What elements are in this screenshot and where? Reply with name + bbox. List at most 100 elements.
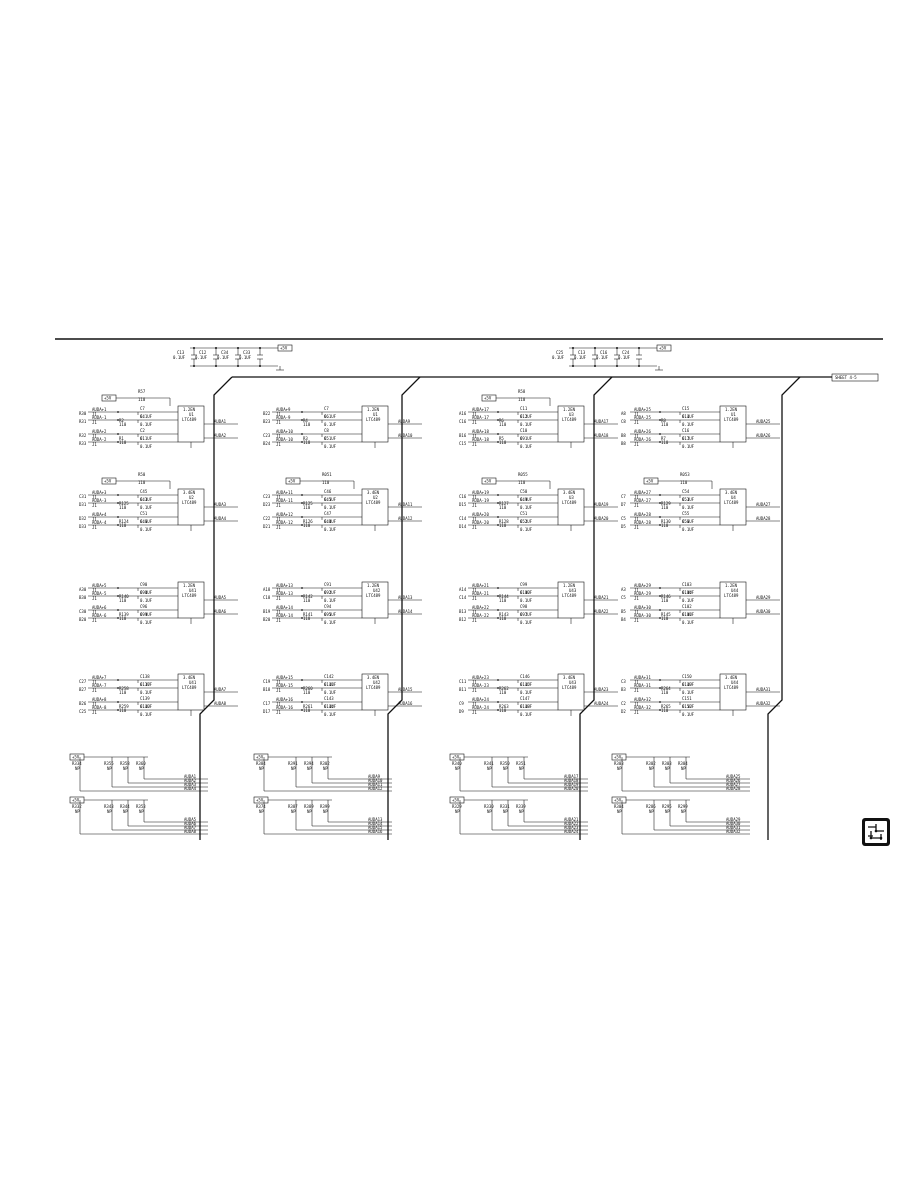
capacitor-ref: C7 xyxy=(324,406,329,411)
termination-resistor-value: 110 xyxy=(119,440,127,445)
capacitor-ref: C56 xyxy=(682,519,690,524)
capacitor-value: 0.1UF xyxy=(324,620,337,625)
junction-dot xyxy=(659,411,661,413)
enable-label: 3.4EN xyxy=(367,675,380,680)
jumper-label: J1 xyxy=(276,702,281,707)
connector-pin: C22 xyxy=(263,516,271,521)
connector-pin: D15 xyxy=(459,502,467,507)
net-label: AUDA-25 xyxy=(634,415,651,420)
jumper-label: J1 xyxy=(276,420,281,425)
capacitor-ref: C53 xyxy=(682,497,690,502)
capacitor-value: 0.1UF xyxy=(140,598,153,603)
pullup-value: NP xyxy=(291,766,296,771)
capacitor-value: 0.1UF xyxy=(520,505,533,510)
junction-dot xyxy=(117,617,119,619)
jumper-label: J1 xyxy=(276,610,281,615)
power-flag xyxy=(277,344,293,352)
termination-resistor-value: 110 xyxy=(303,422,311,427)
ic-part: LTC489 xyxy=(182,500,197,505)
net-label: AUDA8 xyxy=(184,829,197,834)
capacitor-ref: C45 xyxy=(324,497,332,502)
net-label: AUDA32 xyxy=(726,829,741,834)
jumper-label: J1 xyxy=(92,618,97,623)
net-label: AUDA-30 xyxy=(634,613,651,618)
pullup-ref: R358 xyxy=(120,761,130,766)
enable-label: 3.4EN xyxy=(725,490,738,495)
connector-pin: D17 xyxy=(263,709,271,714)
junction-dot xyxy=(497,441,499,443)
net-label: AUDA-23 xyxy=(472,683,489,688)
net-label: AUDA15 xyxy=(368,825,383,830)
wire-layer xyxy=(199,376,842,840)
jumper-label: J1 xyxy=(276,442,281,447)
net-label: AUDA-26 xyxy=(634,437,651,442)
jumper-label: J1 xyxy=(92,588,97,593)
capacitor-value: 0.1UF xyxy=(324,414,337,419)
net-label: AUDA-22 xyxy=(472,613,489,618)
connector-pin: B20 xyxy=(79,617,87,622)
signal-bus xyxy=(199,376,233,840)
pullup-ref: R360 xyxy=(136,761,146,766)
net-label: AUDA+1 xyxy=(92,407,107,412)
capacitor-value: 0.1UF xyxy=(140,704,153,709)
resistor-value: 110 xyxy=(138,480,146,485)
net-label: AUDA+18 xyxy=(472,429,489,434)
net-label: AUDA+11 xyxy=(276,490,293,495)
net-label: AUDA+15 xyxy=(276,675,293,680)
termination-resistor-value: 110 xyxy=(303,708,311,713)
connector-pin: D7 xyxy=(621,502,626,507)
connector-pin: B11 xyxy=(459,687,467,692)
net-label: AUDA-7 xyxy=(92,683,107,688)
net-label: AUDA24 xyxy=(564,829,579,834)
net-label: AUDA+32 xyxy=(634,697,651,702)
receiver-block: 3.4ENU41LTC489C27AUDA+7J1C1380.1UFB27AUD… xyxy=(79,673,238,717)
receiver-block: +5VR501103.4ENU2LTC489C31AUDA+3J1C450.1U… xyxy=(79,472,238,532)
capacitor-ref: C16 xyxy=(600,350,608,355)
capacitor-value: 0.1UF xyxy=(140,422,153,427)
capacitor-value: 0.1UF xyxy=(682,527,695,532)
ic-ref: U43 xyxy=(569,680,577,685)
capacitor-value: 0.1UF xyxy=(217,355,230,360)
junction-dot xyxy=(497,687,499,689)
capacitor-value: 0.1UF xyxy=(682,620,695,625)
connector-pin: A18 xyxy=(263,587,271,592)
net-label: AUDA-12 xyxy=(276,520,293,525)
pullup-value: NP xyxy=(107,809,112,814)
capacitor-ref: C92 xyxy=(324,590,332,595)
net-label: AUDA-6 xyxy=(92,613,107,618)
connector-pin: C23 xyxy=(263,494,271,499)
jumper-label: J1 xyxy=(472,588,477,593)
net-label: AUDA+4 xyxy=(92,512,107,517)
capacitor-value: 0.1UF xyxy=(682,612,695,617)
net-label: AUDA-16 xyxy=(276,705,293,710)
net-label: AUDA29 xyxy=(726,817,741,822)
pullup-ref: R374 xyxy=(256,804,266,809)
capacitor-ref: C14 xyxy=(682,414,690,419)
net-label: AUDA+30 xyxy=(634,605,651,610)
termination-resistor-value: 110 xyxy=(303,690,311,695)
net-label: AUDA10 xyxy=(368,778,383,783)
capacitor-value: 0.1UF xyxy=(324,444,337,449)
pullup-ref: R387 xyxy=(288,804,298,809)
jumper-label: J1 xyxy=(472,517,477,522)
jumper-label: J1 xyxy=(276,596,281,601)
termination-resistor-value: 110 xyxy=(661,708,669,713)
capacitor-value: 0.1UF xyxy=(520,620,533,625)
output-net-label: AUDA2 xyxy=(214,433,227,438)
capacitor-ref: C91 xyxy=(324,582,332,587)
pullup-value: NP xyxy=(291,809,296,814)
pullup-ref: R286 xyxy=(646,804,656,809)
capacitor-value: 0.1UF xyxy=(574,355,587,360)
receiver-block: 3.4ENU42LTC489C19AUDA+15J1C1420.1UFB18AU… xyxy=(263,673,422,717)
connector-pin: A16 xyxy=(459,411,467,416)
termination-resistor-value: 110 xyxy=(303,598,311,603)
termination-resistor-ref: R8 xyxy=(661,418,666,423)
connector-pin: C14 xyxy=(459,595,467,600)
junction-dot xyxy=(117,587,119,589)
junction-dot xyxy=(117,516,119,518)
receiver-block: +5VR0531103.4ENU4LTC489C7AUDA+27J1C540.1… xyxy=(621,472,780,532)
jumper-label: J1 xyxy=(92,710,97,715)
termination-resistor-ref: R262 xyxy=(499,686,509,691)
net-label: AUDA20 xyxy=(564,786,579,791)
